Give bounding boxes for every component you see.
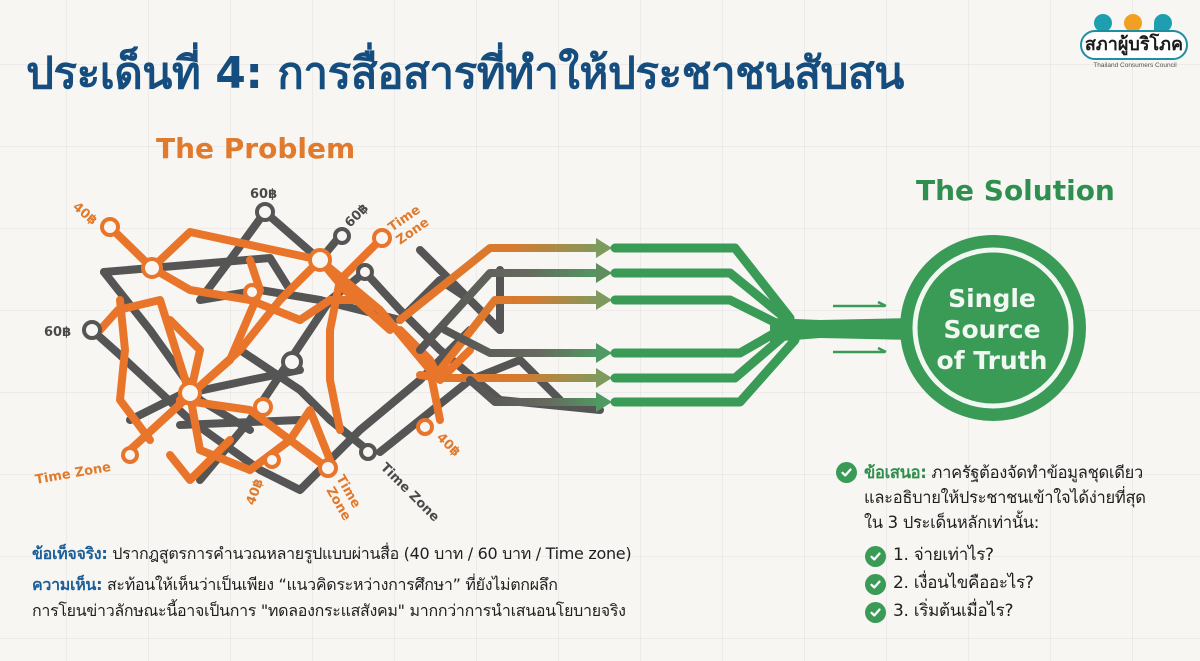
proposal-section: ข้อเสนอ: ภาครัฐต้องจัดทำข้อมูลชุดเดียว แ… (836, 460, 1196, 625)
tangled-network-orange (96, 223, 474, 484)
truth-line-3: of Truth (936, 346, 1048, 375)
proposal-item-label: 1. จ่ายเท่าไร? (893, 544, 994, 565)
facts-section: ข้อเท็จจริง: ปรากฎสูตรการคำนวณหลายรูปแบบ… (32, 541, 752, 624)
proposal-items: 1. จ่ายเท่าไร? 2. เงื่อนไขคืออะไร? 3. เร… (865, 541, 1196, 625)
logo-dot-orange (1124, 14, 1142, 32)
svg-text:60฿: 60฿ (44, 325, 71, 340)
funnel-trunk (770, 318, 915, 342)
logo-subtitle: Thailand Consumers Council (1093, 62, 1177, 69)
converging-lines (396, 244, 604, 406)
proposal-text-3: ใน 3 ประเด็นหลักเท่านั้น: (864, 513, 1040, 532)
truth-line-2: Source (943, 315, 1041, 344)
problem-title: The Problem (156, 132, 356, 165)
svg-text:Time Zone: Time Zone (377, 460, 442, 525)
proposal-head: ข้อเสนอ: ภาครัฐต้องจัดทำข้อมูลชุดเดียว แ… (836, 460, 1196, 535)
proposal-text-2: และอธิบายให้ประชาชนเข้าใจได้ง่ายที่สุด (864, 488, 1146, 507)
proposal-label: ข้อเสนอ: (864, 463, 927, 482)
proposal-item-label: 3. เริ่มต้นเมื่อไร? (893, 600, 1014, 621)
svg-text:60฿: 60฿ (250, 187, 277, 202)
truth-circle-outer (900, 235, 1086, 421)
tcc-logo: สภาผู้บริโภค Thailand Consumers Council (1080, 10, 1190, 70)
opinion-label: ความเห็น: (32, 575, 103, 594)
proposal-item-label: 2. เงื่อนไขคืออะไร? (893, 572, 1034, 593)
opinion-text-1: สะท้อนให้เห็นว่าเป็นเพียง “แนวคิดระหว่าง… (102, 575, 558, 594)
network-nodes (82, 202, 434, 478)
proposal-text: ข้อเสนอ: ภาครัฐต้องจัดทำข้อมูลชุดเดียว แ… (864, 460, 1146, 535)
proposal-item: 3. เริ่มต้นเมื่อไร? (865, 597, 1196, 625)
svg-text:40฿: 40฿ (69, 200, 99, 229)
opinion-row-2: การโยนข่าวลักษณะนี้อาจเป็นการ "ทดลองกระแ… (32, 601, 626, 620)
truth-circle-ring (912, 247, 1074, 409)
green-funnel (610, 243, 800, 407)
motion-arrows (833, 300, 887, 354)
truth-circle-label: Single Source of Truth (912, 283, 1072, 376)
check-icon (865, 545, 886, 567)
fact-label: ข้อเท็จจริง: (32, 544, 108, 563)
opinion-row: ความเห็น: สะท้อนให้เห็นว่าเป็นเพียง “แนว… (32, 572, 752, 598)
svg-text:40฿: 40฿ (244, 477, 267, 508)
page-title: ประเด็นที่ 4: การสื่อสารที่ทำให้ประชาชนส… (26, 48, 904, 99)
proposal-item: 1. จ่ายเท่าไร? (865, 541, 1196, 569)
logo-dot-teal-2 (1154, 14, 1172, 32)
check-icon (865, 573, 886, 595)
fact-text: ปรากฎสูตรการคำนวณหลายรูปแบบผ่านสื่อ (40 … (107, 544, 632, 563)
truth-line-1: Single (948, 284, 1036, 313)
arrowheads (596, 238, 612, 412)
logo-dots (1094, 14, 1174, 32)
fact-row: ข้อเท็จจริง: ปรากฎสูตรการคำนวณหลายรูปแบบ… (32, 541, 752, 567)
logo-dot-teal (1094, 14, 1112, 32)
proposal-text-1: ภาครัฐต้องจัดทำข้อมูลชุดเดียว (926, 463, 1144, 482)
svg-text:Time Zone: Time Zone (34, 460, 112, 488)
solution-title: The Solution (916, 174, 1115, 207)
check-icon (836, 462, 857, 483)
proposal-item: 2. เงื่อนไขคืออะไร? (865, 569, 1196, 597)
svg-text:40฿: 40฿ (433, 430, 463, 460)
logo-name: สภาผู้บริโภค (1080, 30, 1188, 60)
check-icon (865, 601, 886, 623)
svg-text:60฿: 60฿ (342, 201, 372, 231)
